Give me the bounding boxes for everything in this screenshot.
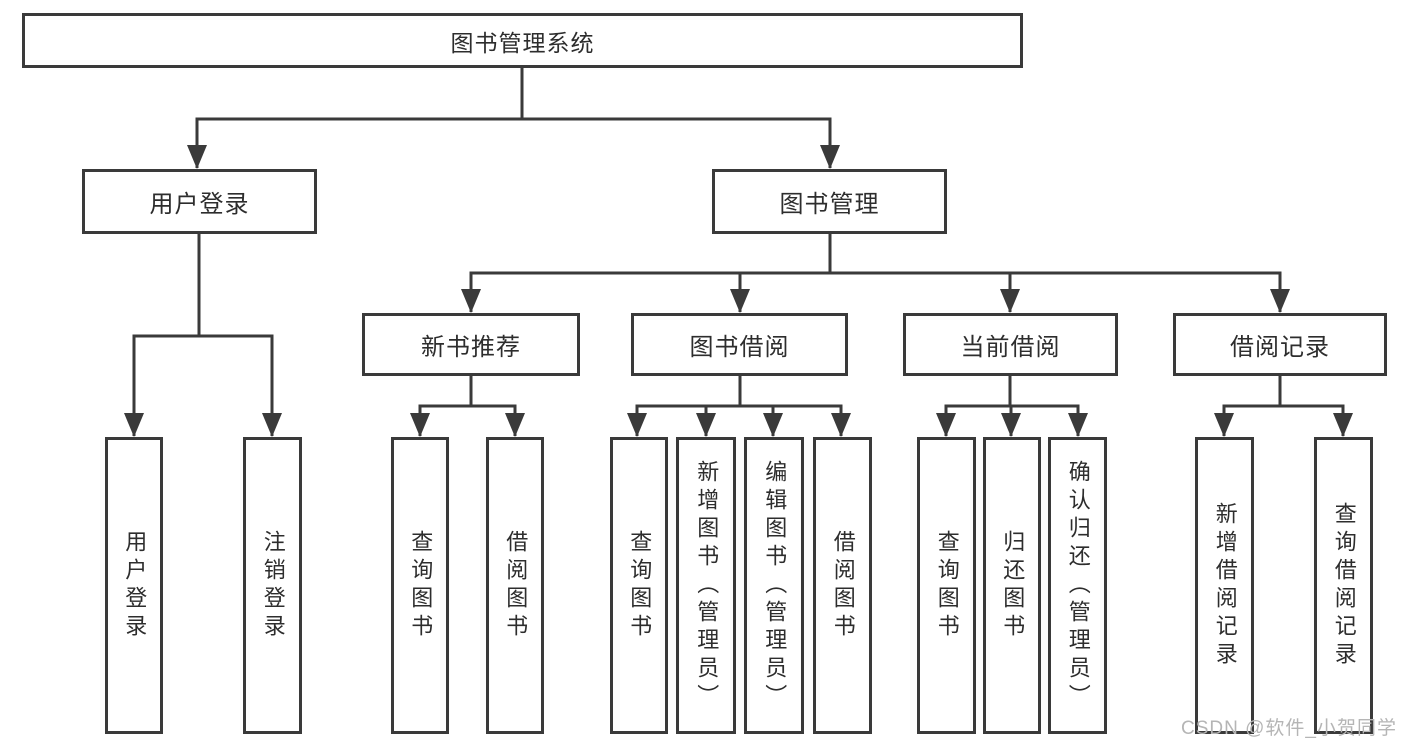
node-label: 图书管理系统: [450, 29, 595, 56]
node-label: 图书管理: [779, 191, 880, 218]
node-label: 查询借阅记录: [1331, 501, 1357, 670]
node-current-borrowing: 当前借阅: [903, 313, 1118, 376]
node-label: 查询图书: [408, 529, 434, 642]
leaf-current-query-books: 查询图书: [917, 437, 976, 734]
arrow-down-icon: [1333, 413, 1353, 437]
arrow-down-icon: [1000, 289, 1020, 313]
leaf-borrow-query-books: 查询图书: [610, 437, 668, 734]
arrow-down-icon: [1214, 413, 1234, 437]
arrow-down-icon: [763, 413, 783, 437]
arrow-down-icon: [1068, 413, 1088, 437]
leaf-records-add-record: 新增借阅记录: [1195, 437, 1254, 734]
node-label: 用户登录: [149, 191, 250, 218]
arrow-down-icon: [627, 413, 647, 437]
node-label: 新增借阅记录: [1212, 501, 1238, 670]
node-label: 归还图书: [1000, 529, 1026, 642]
arrow-down-icon: [187, 145, 207, 169]
node-label: 借阅图书: [503, 529, 529, 642]
leaf-borrow-borrow-books: 借阅图书: [813, 437, 872, 734]
arrow-down-icon: [730, 289, 750, 313]
leaf-newbook-borrow-books: 借阅图书: [486, 437, 544, 734]
arrow-down-icon: [696, 413, 716, 437]
node-borrowing-records: 借阅记录: [1173, 313, 1387, 376]
connector-lines: [132, 67, 1345, 436]
node-label: 注销登录: [260, 529, 286, 642]
node-label: 借阅图书: [830, 529, 856, 642]
leaf-newbook-query-books: 查询图书: [391, 437, 449, 734]
leaf-borrow-add-book-admin: 新增图书（管理员）: [676, 437, 736, 734]
node-library-system: 图书管理系统: [22, 13, 1023, 68]
node-label: 借阅记录: [1230, 334, 1330, 361]
node-label: 确认归还（管理员）: [1065, 459, 1091, 712]
arrow-down-icon: [936, 413, 956, 437]
node-label: 查询图书: [627, 529, 653, 642]
watermark: CSDN @软件_小贺同学: [1181, 718, 1397, 739]
arrow-down-icon: [461, 289, 481, 313]
node-label: 用户登录: [122, 529, 148, 642]
arrow-down-icon: [262, 413, 282, 437]
node-book-management: 图书管理: [712, 169, 947, 234]
leaf-logout: 注销登录: [243, 437, 302, 734]
node-new-book-recommend: 新书推荐: [362, 313, 580, 376]
leaf-user-login: 用户登录: [105, 437, 163, 734]
arrow-down-icon: [410, 413, 430, 437]
node-label: 图书借阅: [689, 334, 790, 361]
node-label: 当前借阅: [960, 334, 1061, 361]
arrow-down-icon: [1270, 289, 1290, 313]
node-label: 编辑图书（管理员）: [762, 459, 788, 712]
leaf-records-query-record: 查询借阅记录: [1314, 437, 1373, 734]
arrow-down-icon: [1001, 413, 1021, 437]
arrow-down-icon: [124, 413, 144, 437]
arrow-down-icon: [820, 145, 840, 169]
arrowheads: [124, 145, 1353, 437]
arrow-down-icon: [505, 413, 525, 437]
node-label: 新增图书（管理员）: [694, 459, 720, 712]
node-user-login: 用户登录: [82, 169, 317, 234]
node-label: 查询图书: [934, 529, 960, 642]
node-label: 新书推荐: [421, 334, 521, 361]
leaf-current-return-books: 归还图书: [983, 437, 1041, 734]
node-book-borrowing: 图书借阅: [631, 313, 848, 376]
arrow-down-icon: [831, 413, 851, 437]
leaf-current-confirm-return-admin: 确认归还（管理员）: [1048, 437, 1107, 734]
leaf-borrow-edit-book-admin: 编辑图书（管理员）: [744, 437, 804, 734]
